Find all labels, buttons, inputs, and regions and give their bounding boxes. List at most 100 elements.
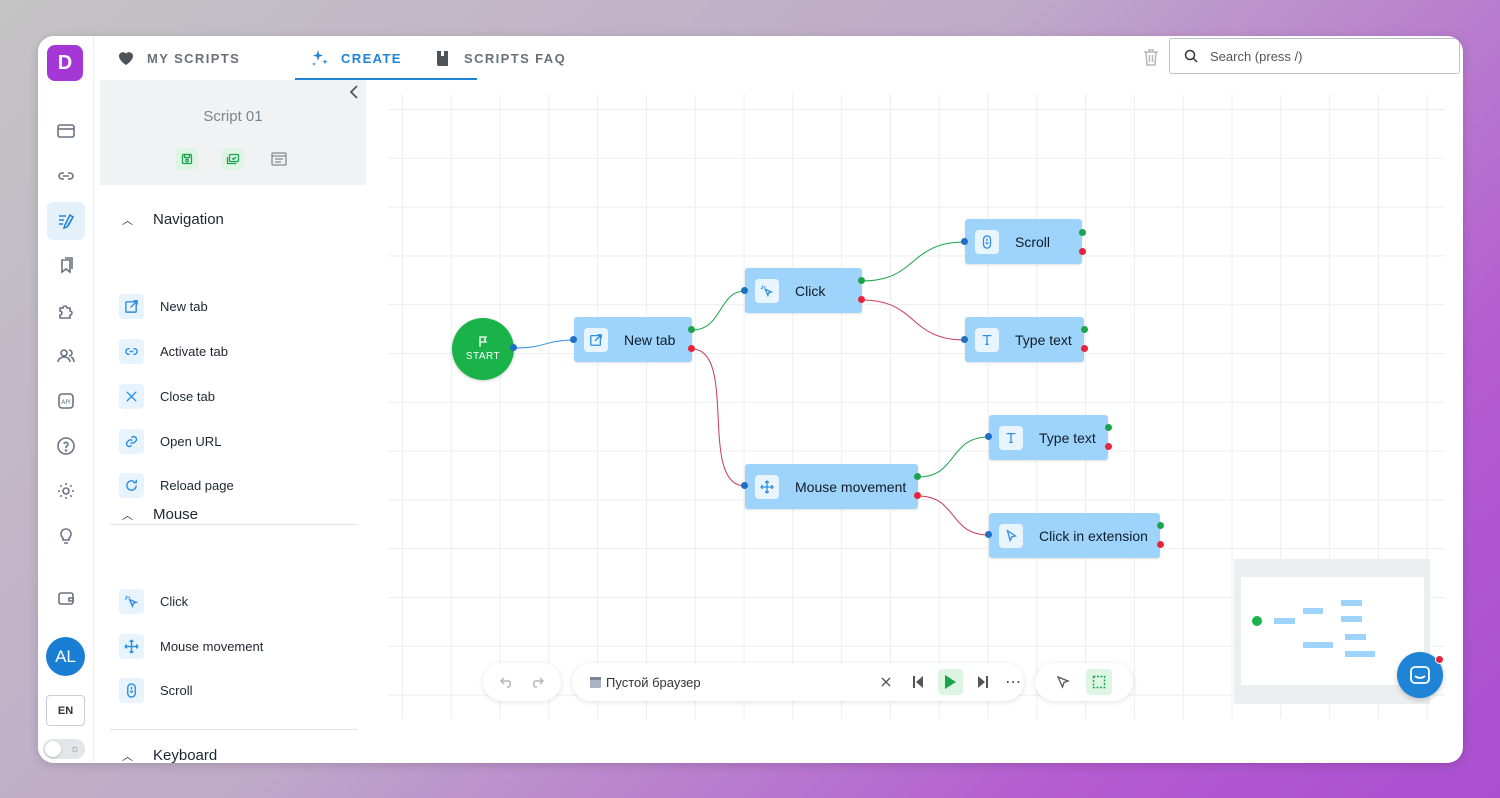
link-icon[interactable]: [47, 157, 85, 195]
block-activate-tab[interactable]: Activate tab: [119, 339, 228, 364]
error-port[interactable]: [1081, 345, 1088, 352]
lightbulb-icon[interactable]: [47, 517, 85, 555]
save-copy-icon[interactable]: [222, 148, 244, 170]
section-navigation[interactable]: ︿ Navigation: [122, 211, 224, 228]
success-port[interactable]: [1079, 229, 1086, 236]
flow-node-mouse-movement[interactable]: Mouse movement: [745, 464, 918, 509]
success-port[interactable]: [1105, 424, 1112, 431]
node-label: Click: [795, 282, 826, 299]
tab-my-scripts[interactable]: MY SCRIPTS: [116, 36, 240, 80]
app-window: D API AL: [38, 36, 1463, 763]
success-port[interactable]: [1157, 522, 1164, 529]
input-port[interactable]: [985, 531, 992, 538]
chevron-left-icon[interactable]: [348, 84, 360, 105]
input-port[interactable]: [741, 287, 748, 294]
success-port[interactable]: [914, 473, 921, 480]
panel-header: Script 01: [100, 80, 366, 185]
block-scroll[interactable]: Scroll: [119, 678, 193, 703]
minimap-node: [1303, 608, 1323, 614]
left-rail: D API AL: [38, 36, 94, 763]
block-reload-page[interactable]: Reload page: [119, 473, 234, 498]
node-label: Type text: [1039, 429, 1096, 446]
search-input[interactable]: [1210, 48, 1430, 64]
save-icon[interactable]: [176, 148, 198, 170]
script-editor-icon[interactable]: [47, 202, 85, 240]
play-icon: [945, 675, 957, 689]
tab-create[interactable]: CREATE: [295, 36, 477, 80]
redo-icon[interactable]: [529, 676, 545, 688]
chevron-up-icon: ︿: [122, 509, 133, 522]
bookmarks-icon[interactable]: [47, 247, 85, 285]
users-icon[interactable]: [47, 337, 85, 375]
error-port[interactable]: [914, 492, 921, 499]
input-port[interactable]: [741, 482, 748, 489]
input-port[interactable]: [961, 238, 968, 245]
output-port[interactable]: [510, 344, 517, 351]
success-port[interactable]: [688, 326, 695, 333]
start-node[interactable]: START: [452, 318, 514, 380]
close-icon[interactable]: [875, 677, 897, 687]
flow-node-type-text[interactable]: Type text: [965, 317, 1084, 362]
block-click[interactable]: Click: [119, 589, 188, 614]
api-icon[interactable]: API: [47, 382, 85, 420]
block-open-url[interactable]: Open URL: [119, 429, 221, 454]
help-icon[interactable]: [47, 427, 85, 465]
success-port[interactable]: [858, 277, 865, 284]
wallet-icon[interactable]: [47, 579, 85, 617]
app-logo[interactable]: D: [47, 45, 83, 81]
block-label: Close tab: [160, 389, 215, 404]
tab-scripts-faq[interactable]: SCRIPTS FAQ: [433, 36, 566, 80]
select-area-button[interactable]: [1086, 669, 1112, 695]
section-title: Mouse: [153, 506, 199, 523]
divider: [110, 729, 358, 730]
undo-icon[interactable]: [499, 676, 515, 688]
block-close-tab[interactable]: Close tab: [119, 384, 215, 409]
error-port[interactable]: [688, 345, 695, 352]
error-port[interactable]: [1157, 541, 1164, 548]
error-port[interactable]: [1105, 443, 1112, 450]
minimap-node: [1341, 616, 1362, 622]
node-label: New tab: [624, 331, 676, 348]
notes-icon[interactable]: [268, 148, 290, 170]
block-new-tab[interactable]: New tab: [119, 294, 208, 319]
section-keyboard[interactable]: ︿ Keyboard: [122, 747, 217, 763]
flow-node-type-text-2[interactable]: Type text: [989, 415, 1108, 460]
mouse-scroll-icon: [975, 229, 999, 254]
chat-icon: [1410, 666, 1430, 684]
svg-text:API: API: [61, 399, 71, 406]
success-port[interactable]: [1081, 326, 1088, 333]
script-actions: [176, 148, 290, 170]
flow-node-scroll[interactable]: Scroll: [965, 219, 1082, 264]
flow-node-click-in-extension[interactable]: Click in extension: [989, 513, 1160, 558]
skip-forward-icon[interactable]: [972, 675, 994, 689]
theme-toggle[interactable]: ☼: [43, 739, 85, 759]
input-port[interactable]: [570, 336, 577, 343]
error-port[interactable]: [1079, 248, 1086, 255]
section-mouse[interactable]: ︿ Mouse: [122, 506, 198, 523]
settings-icon[interactable]: [47, 472, 85, 510]
minimap-node: [1345, 651, 1375, 657]
minimap-node: [1341, 600, 1362, 606]
browser-icon[interactable]: [47, 112, 85, 150]
browser-profile-name[interactable]: Пустой браузер: [606, 674, 701, 690]
language-switch[interactable]: EN: [46, 695, 85, 726]
flag-icon: [479, 336, 488, 347]
block-mouse-movement[interactable]: Mouse movement: [119, 634, 263, 659]
input-port[interactable]: [961, 336, 968, 343]
more-icon[interactable]: ⋯: [1005, 674, 1022, 691]
search-box[interactable]: [1169, 38, 1460, 74]
node-label: Type text: [1015, 331, 1072, 348]
avatar[interactable]: AL: [46, 637, 85, 676]
flow-node-click[interactable]: Click: [745, 268, 862, 313]
input-port[interactable]: [985, 433, 992, 440]
selection-tools-bar: [1035, 663, 1133, 701]
flow-node-new-tab[interactable]: New tab: [574, 317, 692, 362]
skip-back-icon[interactable]: [907, 675, 929, 689]
script-name[interactable]: Script 01: [203, 108, 263, 125]
pointer-tool-icon[interactable]: [1056, 675, 1070, 689]
play-button[interactable]: [937, 669, 964, 695]
trash-icon[interactable]: [1142, 47, 1160, 72]
close-icon: [119, 384, 144, 409]
error-port[interactable]: [858, 296, 865, 303]
puzzle-icon[interactable]: [47, 292, 85, 330]
